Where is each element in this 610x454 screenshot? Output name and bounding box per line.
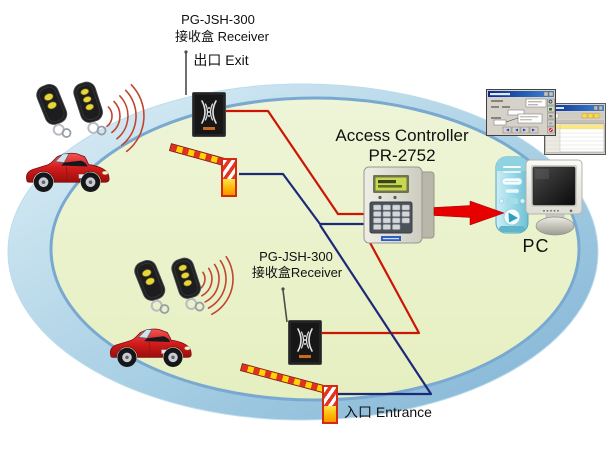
entrance-receiver-name-label: 接收盒Receiver [251,265,343,280]
exit-barrier-post [221,158,237,197]
exit-signal-waves-icon [106,83,145,153]
controller-title: Access Controller PR-2752 [322,126,482,165]
receiver-brand-mark [203,127,215,130]
keypad-lcd [373,175,409,193]
nav-buttons [502,126,539,134]
pc-monitor [525,159,583,236]
side-toolbar [547,98,555,134]
pc-tower [495,156,529,234]
entrance-receiver-model-label: PG-JSH-300 [259,249,333,264]
entrance-barrier-post [322,385,338,424]
controller-name: Access Controller [335,126,469,145]
entrance-receiver-antenna [281,287,288,323]
keypad-keys [369,201,413,234]
pc-label: PC [522,236,550,256]
receiver-emblem-icon [201,100,217,125]
exit-receiver [192,92,226,137]
exit-receiver-name-label: 接收盒 Receiver [175,29,269,44]
entrance-receiver [288,320,322,365]
receiver-emblem-icon [297,328,313,353]
controller-model: PR-2752 [368,145,436,165]
receiver-brand-mark [299,355,311,358]
exit-receiver-antenna [184,50,188,95]
software-window-main [486,89,556,136]
entrance-receiver-wire [321,238,421,335]
exit-gate-wire [239,172,382,226]
access-controller-device [363,166,435,244]
entrance-gate-label: 入口 Entrance [344,404,432,420]
exit-gate-label: 出口 Exit [193,52,249,68]
exit-receiver-wire [225,109,382,216]
exit-receiver-model-label: PG-JSH-300 [181,12,255,27]
entrance-gate-wire [319,224,433,396]
